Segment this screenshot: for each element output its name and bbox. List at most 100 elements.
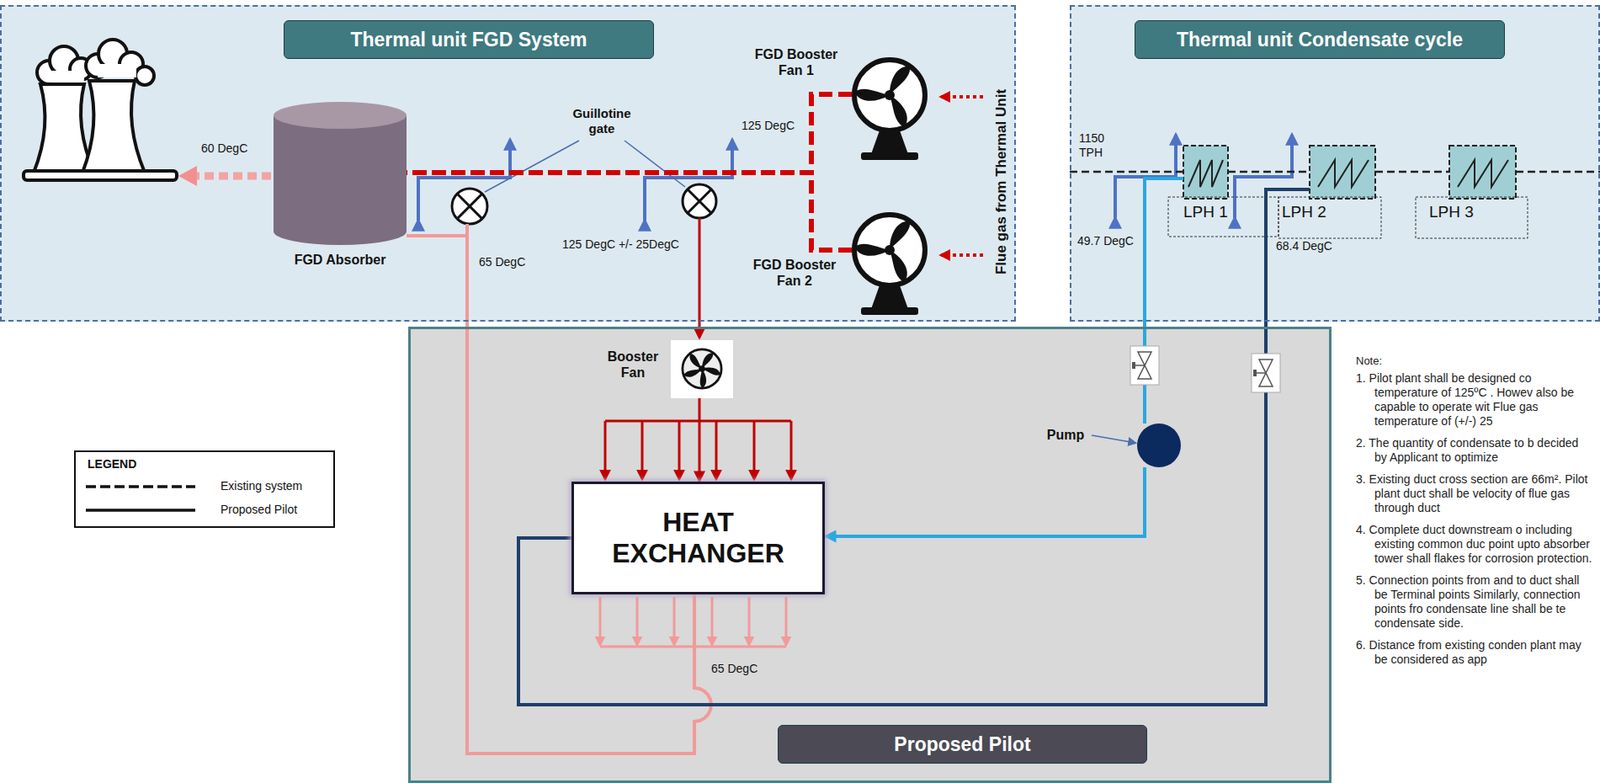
heater-label-frame <box>1278 196 1382 239</box>
temperature-label: 68.4 DegC <box>1275 239 1352 254</box>
temperature-label: 60 DegC <box>201 141 269 156</box>
fgd-fan-icon <box>879 249 915 282</box>
heater-icon <box>1188 159 1223 187</box>
legend-sample <box>82 500 201 520</box>
flow-label: Flue gas from Thermal Unit <box>993 72 1010 292</box>
valve-symbol <box>1256 372 1266 374</box>
valve-symbol <box>1135 364 1145 367</box>
leader-line <box>624 140 686 187</box>
heater-icon <box>1457 159 1509 187</box>
gas-distribution-header <box>790 420 793 479</box>
valve-symbol <box>1137 351 1152 366</box>
fgd-fan-icon <box>871 285 909 309</box>
booster-fan-icon <box>683 352 721 389</box>
node-label: Pump <box>1039 426 1092 443</box>
fgd-fan-icon <box>861 307 919 315</box>
callout-label: Guillotine gate <box>563 106 640 137</box>
gas-outlet-header <box>636 596 639 645</box>
valve-symbol <box>1137 365 1152 379</box>
fgd-fan-icon <box>889 66 910 96</box>
fgd-fan-icon <box>854 214 925 315</box>
flow-rate-label: 1150 TPH <box>1079 131 1113 160</box>
gas-distribution-header <box>641 420 644 479</box>
pipe-connector <box>1144 178 1184 424</box>
legend-row: Existing system <box>75 477 329 496</box>
pump-icon <box>1137 423 1181 468</box>
heater-icon <box>1183 145 1516 199</box>
heater-box: LPH 1 <box>1183 145 1228 199</box>
node-label: LPH 3 <box>1429 202 1497 222</box>
node-label: FGD Absorber <box>256 251 424 268</box>
note-text: 1. Pilot plant shall be designed co temp… <box>1355 371 1594 429</box>
legend-text: Proposed Pilot <box>220 502 298 517</box>
fgd-fan-icon <box>879 95 915 128</box>
heater-label-frame <box>1168 196 1528 239</box>
valve-symbol <box>1132 361 1136 369</box>
panel-fills <box>0 5 1600 783</box>
temperature-label: 65 DegC <box>478 255 547 270</box>
heater-box: LPH 2 <box>1309 145 1376 199</box>
panel-fills <box>1069 5 1600 322</box>
fgd-fan-icon <box>854 214 925 286</box>
panel-fills <box>408 326 1332 783</box>
valve-symbol <box>1130 345 1159 385</box>
legend-row: Proposed Pilot <box>75 500 329 520</box>
node-label: FGD Booster Fan 2 <box>744 256 845 289</box>
leader-line <box>484 140 686 192</box>
panel-title: Proposed Pilot <box>777 724 1148 764</box>
fgd-fan-icon <box>854 66 915 128</box>
condensate-line <box>1515 170 1600 174</box>
note-text: 6. Distance from existing conden plant m… <box>1355 637 1594 667</box>
fgd-fan-icon <box>854 232 890 265</box>
pipe-connector <box>406 94 852 173</box>
booster-fan-icon <box>682 349 722 389</box>
valve-symbol <box>1259 359 1273 373</box>
panel-title: Thermal unit Condensate cycle <box>1134 20 1505 59</box>
note-text: 3. Existing duct cross section are 66m².… <box>1355 472 1594 516</box>
node-label: FGD Booster Fan 1 <box>747 46 846 79</box>
node-label: Booster Fan <box>600 348 666 381</box>
heater-icon <box>1318 159 1369 187</box>
fgd-system-panel: Thermal unit FGD SystemFGD AbsorberFGD B… <box>0 5 1016 322</box>
booster-fan: FGD Booster Fan 2 <box>851 212 929 318</box>
legend-line <box>85 508 196 512</box>
heater-label-frame <box>1415 196 1528 239</box>
fgd-fan-icon <box>861 152 919 160</box>
note-text: 5. Connection points from and to duct sh… <box>1355 573 1594 631</box>
absorber-tank <box>273 101 407 245</box>
absorber-tank <box>273 101 407 129</box>
booster-fan-icon <box>670 340 734 399</box>
heater-icon <box>1183 145 1228 199</box>
legend-line <box>85 484 196 489</box>
notes-block: Note: 1. Pilot plant shall be designed co… <box>1355 353 1594 675</box>
guillotine-gate <box>457 193 483 219</box>
pipe-connector <box>518 189 1310 705</box>
guillotine-gate <box>682 184 717 218</box>
condensate-line <box>1069 170 1184 174</box>
pipe-connector <box>1227 170 1310 174</box>
pump-icon <box>1091 423 1181 468</box>
legend-title: LEGEND <box>87 457 137 472</box>
gas-distribution-header <box>753 420 756 479</box>
fgd-fan-icon <box>854 59 925 131</box>
pipe-connector <box>698 398 702 482</box>
fgd-fan-icon <box>889 221 910 250</box>
fgd-fan-icon <box>854 77 890 110</box>
notes-heading: Note: <box>1355 353 1594 368</box>
heater-icon <box>1309 145 1376 199</box>
pump-circle: Pump <box>1135 423 1180 468</box>
cooling-tower-icon <box>50 70 85 83</box>
heater-box: LPH 3 <box>1449 145 1516 199</box>
cooling-tower-icon <box>82 80 145 173</box>
fgd-fan-icon <box>884 244 895 256</box>
booster-fan-icon <box>670 340 734 399</box>
condensate-panel: Thermal unit Condensate cycleLPH 1 LPH 2 L… <box>1069 5 1600 322</box>
pipe-connector <box>1375 170 1450 174</box>
temperature-label: 125 DegC +/- 25DegC <box>562 237 689 252</box>
heater-icon <box>1449 145 1516 199</box>
heat-exchanger-box: HEAT EXCHANGER <box>571 481 825 595</box>
box-title: HEAT EXCHANGER <box>599 506 798 569</box>
fgd-fan-icon <box>854 221 915 282</box>
